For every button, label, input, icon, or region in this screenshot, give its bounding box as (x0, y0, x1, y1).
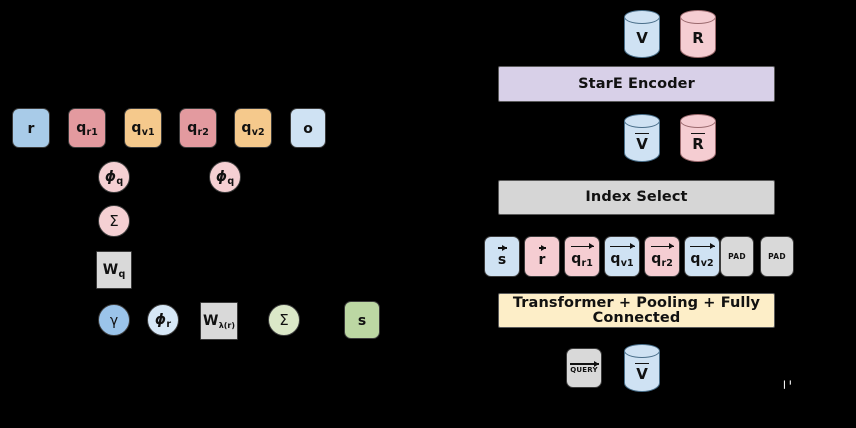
cylinder-R-bar-label-wrap: R (680, 127, 716, 157)
node-qv1-sub: v1 (141, 126, 155, 138)
token-qr2-label: q (651, 250, 662, 267)
cylinder-R-bar-label: R (692, 134, 704, 153)
w-lambda-r-sub: λ(r) (218, 320, 236, 330)
token-qv1-sub: v1 (620, 257, 634, 269)
w-q-label: W (102, 261, 119, 278)
cylinder-R-label: R (692, 29, 704, 47)
token-pad-2: PAD (760, 236, 794, 277)
cylinder-R-bar: R (680, 114, 716, 162)
token-qr1-label: q (571, 250, 582, 267)
node-s-label: s (357, 313, 367, 329)
phi-r-sub: r (166, 318, 172, 330)
cylinder-R-top (680, 10, 716, 24)
query-box: QUERY (566, 348, 602, 388)
token-s: s (484, 236, 520, 277)
token-qr2-sub: r2 (661, 257, 673, 269)
corner-artifact: ▎╹ (784, 381, 793, 389)
token-qv1-label: q (610, 250, 621, 267)
phi-q-left-sub: q (116, 175, 124, 187)
cylinder-V-bar-output-top (624, 344, 660, 358)
node-r: r (12, 108, 50, 148)
token-pad-2-label: PAD (768, 251, 786, 261)
cylinder-V-bar-output: V (624, 344, 660, 392)
w-q-sub: q (118, 268, 126, 280)
token-qr1-sub: r1 (581, 257, 593, 269)
node-qv1-label: q (131, 119, 142, 136)
token-qv1: qv1 (604, 236, 640, 277)
cylinder-V-bar-output-label-wrap: V (624, 357, 660, 387)
stare-encoder-bar: StarE Encoder (498, 66, 775, 102)
phi-q-left-label: ϕ (104, 168, 117, 185)
phi-q-right-label: ϕ (215, 168, 228, 185)
sigma-aggregate-label: Σ (279, 311, 289, 329)
cylinder-V-top (624, 10, 660, 24)
node-qr1: qr1 (68, 108, 106, 148)
token-r-label: r (538, 252, 546, 268)
node-qr2-sub: r2 (197, 126, 209, 138)
token-qr1: qr1 (564, 236, 600, 277)
node-qr1-label: q (76, 119, 87, 136)
stare-encoder-label: StarE Encoder (578, 75, 695, 92)
node-gamma: γ (98, 304, 130, 336)
cylinder-V-bar-top (624, 114, 660, 128)
node-o: o (290, 108, 326, 148)
node-phi-q-right: ϕq (209, 161, 241, 193)
token-qv2: qv2 (684, 236, 720, 277)
node-qv2-label: q (241, 119, 252, 136)
node-phi-r: ϕr (147, 304, 179, 336)
token-pad-1-label: PAD (728, 251, 746, 261)
node-qv1: qv1 (124, 108, 162, 148)
transformer-bar: Transformer + Pooling + Fully Connected (498, 293, 775, 328)
cylinder-V: V (624, 10, 660, 58)
token-qv2-sub: v2 (700, 257, 714, 269)
node-qr2: qr2 (179, 108, 217, 148)
token-s-label: s (497, 252, 507, 268)
node-qv2-sub: v2 (251, 126, 265, 138)
index-select-bar: Index Select (498, 180, 775, 215)
node-qr2-label: q (187, 119, 198, 136)
cylinder-V-label: V (636, 29, 648, 47)
node-qr1-sub: r1 (86, 126, 98, 138)
gamma-label: γ (109, 313, 119, 329)
phi-q-right-sub: q (227, 175, 235, 187)
node-phi-q-left: ϕq (98, 161, 130, 193)
cylinder-V-bar-label-wrap: V (624, 127, 660, 157)
phi-r-label: ϕ (154, 311, 167, 328)
cylinder-R: R (680, 10, 716, 58)
node-r-label: r (27, 121, 35, 137)
node-sigma-qualifier: Σ (98, 205, 130, 237)
node-sigma-aggregate: Σ (268, 304, 300, 336)
transformer-label: Transformer + Pooling + Fully Connected (512, 295, 761, 326)
node-w-lambda-r: Wλ(r) (200, 302, 238, 340)
query-box-label: QUERY (570, 366, 598, 374)
node-o-label: o (303, 121, 313, 137)
node-qv2: qv2 (234, 108, 272, 148)
index-select-label: Index Select (585, 189, 688, 206)
sigma-qualifier-label: Σ (109, 212, 119, 230)
cylinder-V-bar-label: V (636, 134, 648, 153)
node-w-q: Wq (96, 251, 132, 289)
token-qv2-label: q (690, 250, 701, 267)
token-pad-1: PAD (720, 236, 754, 277)
cylinder-V-bar: V (624, 114, 660, 162)
token-r: r (524, 236, 560, 277)
cylinder-V-bar-output-label: V (636, 364, 648, 383)
node-s: s (344, 301, 380, 339)
w-lambda-r-label: W (202, 313, 219, 330)
cylinder-R-bar-top (680, 114, 716, 128)
token-qr2: qr2 (644, 236, 680, 277)
